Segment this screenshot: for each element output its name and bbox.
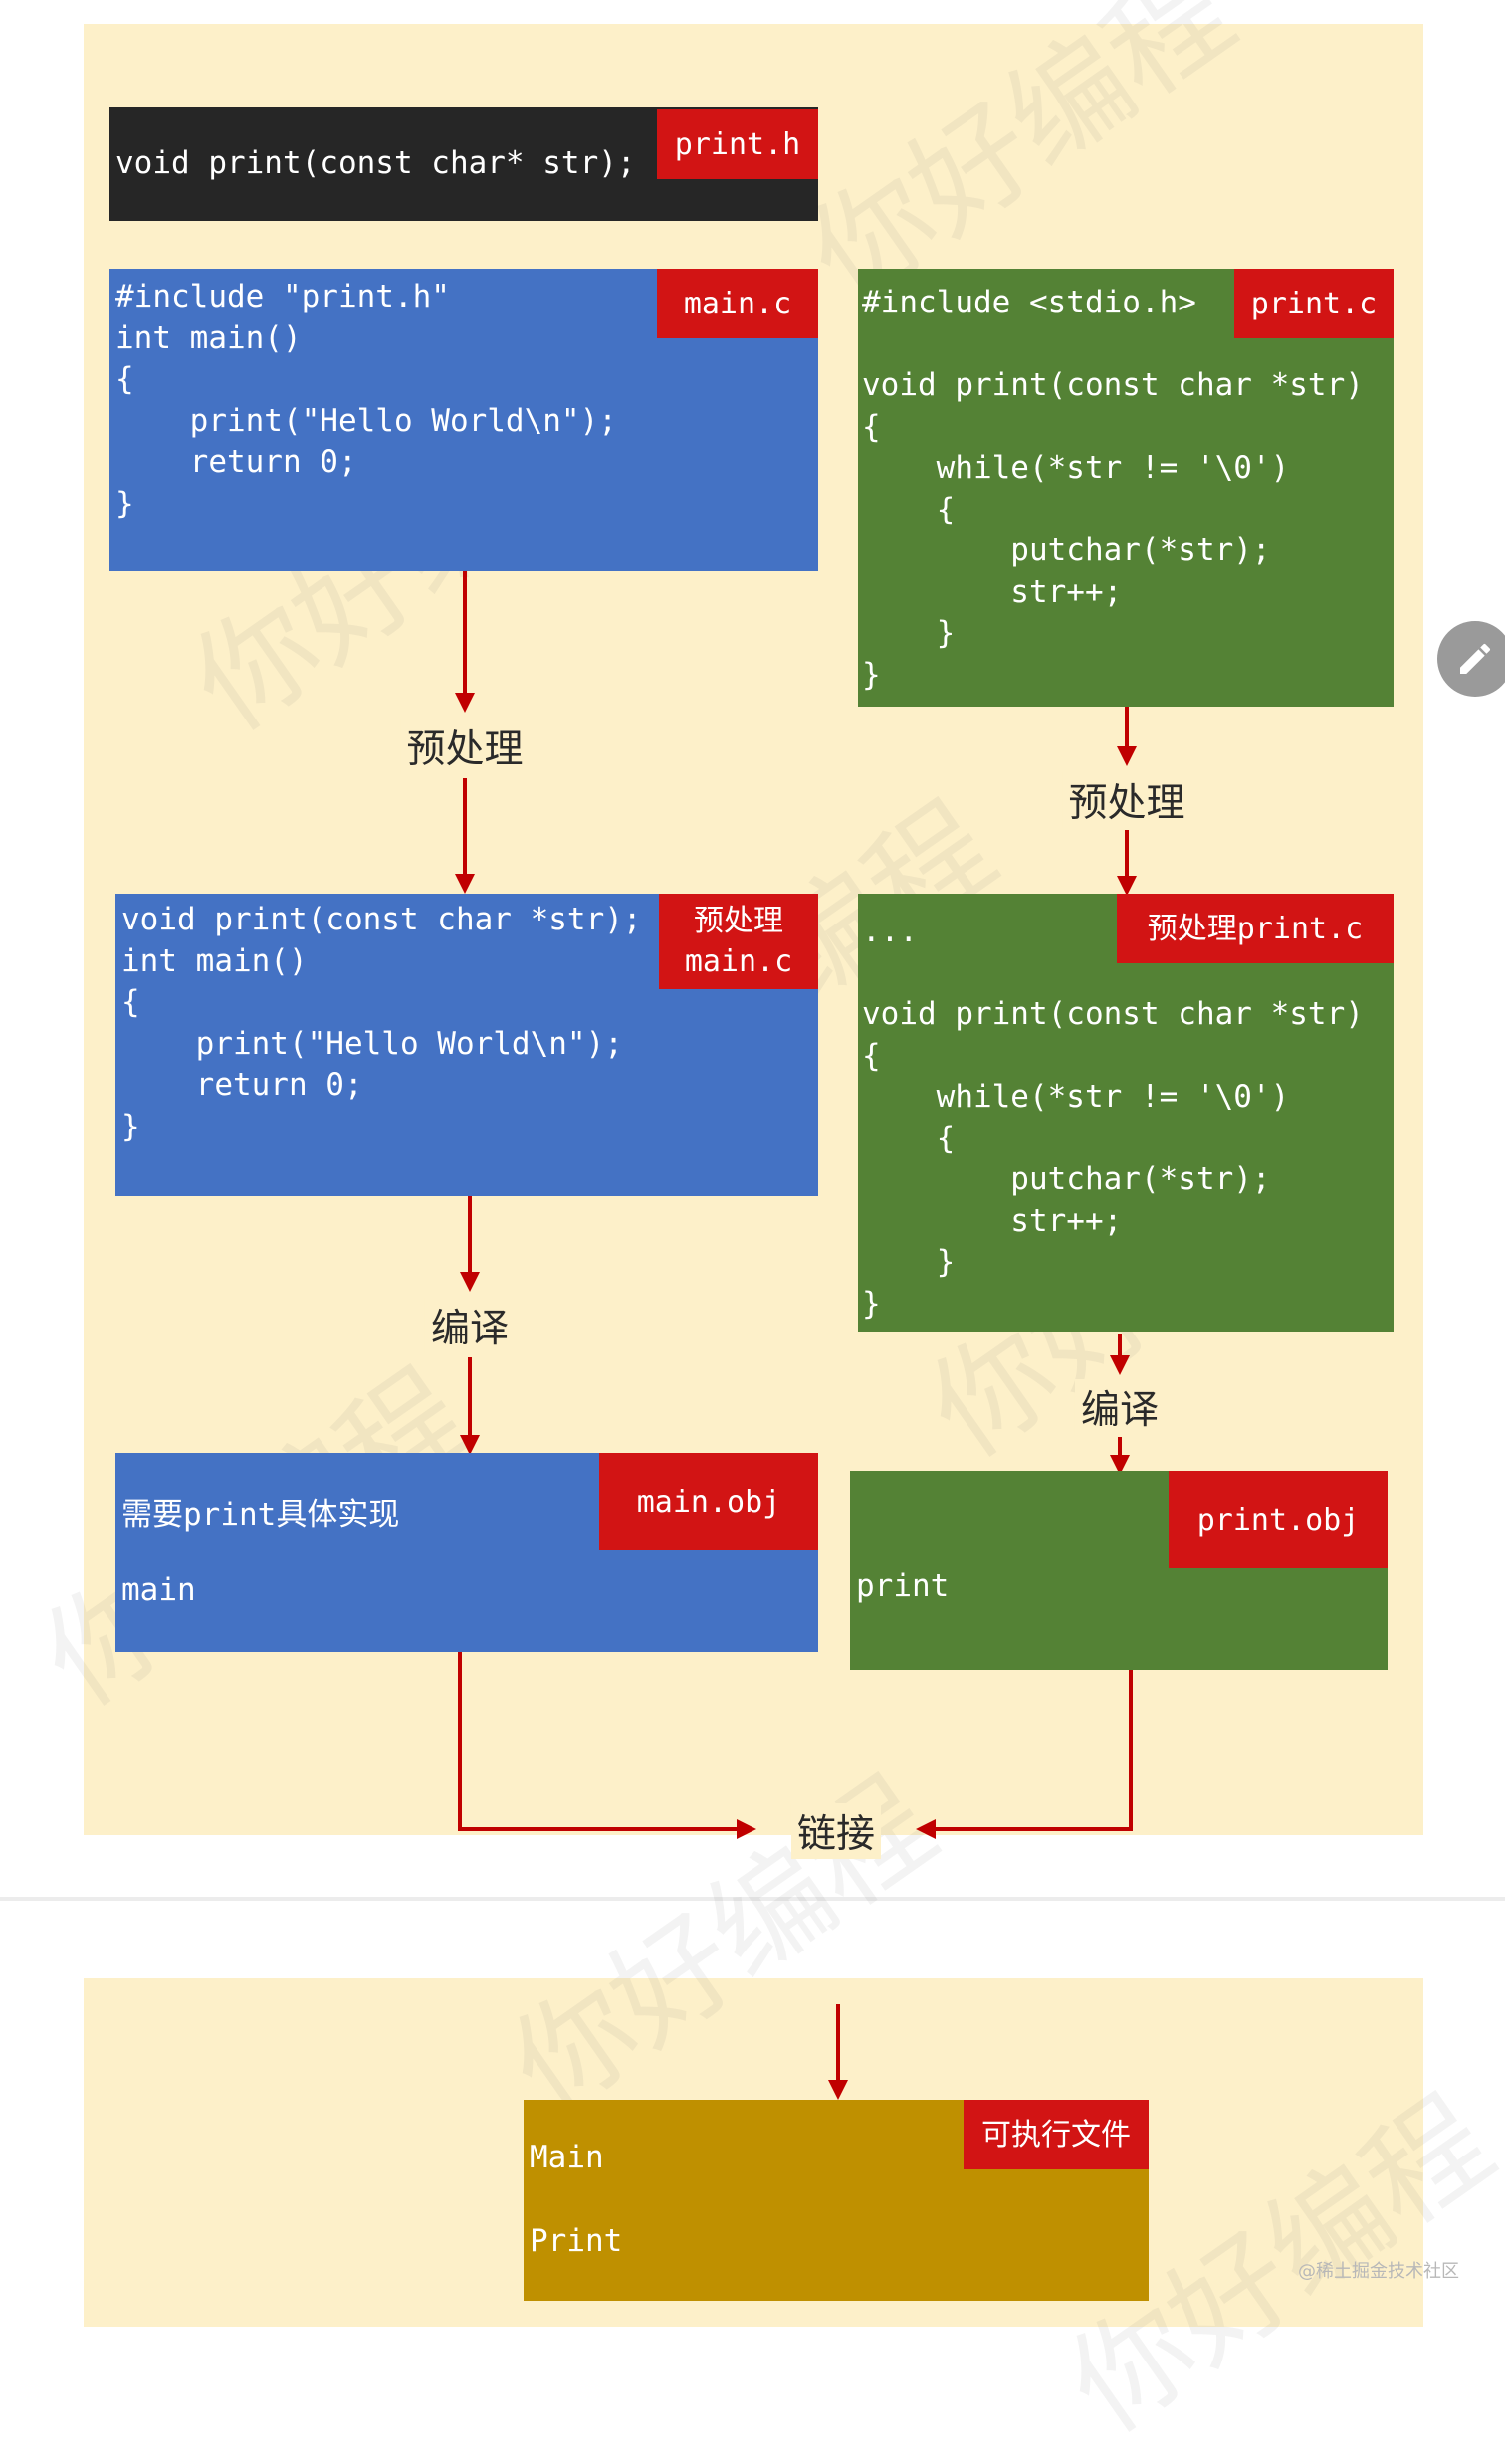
- edit-button[interactable]: [1437, 621, 1505, 697]
- preprocessed-print-tag-suffix: print.c: [1236, 911, 1364, 946]
- step-preprocess-print: 预处理: [1062, 772, 1191, 828]
- scroll-gap: [0, 1835, 1505, 1978]
- executable-line1: Main: [530, 2140, 604, 2175]
- step-compile-main: 编译: [424, 1298, 516, 1353]
- main-obj-line1-cjk2: 具体实现: [276, 1497, 400, 1533]
- print-obj-line1: print: [856, 1568, 950, 1604]
- executable-block: Main Print: [524, 2100, 1149, 2301]
- executable-tag-label: 可执行文件: [981, 2117, 1131, 2153]
- print-h-tag: print.h: [657, 109, 818, 179]
- main-c-code: #include "print.h" int main() { print("H…: [115, 279, 617, 521]
- executable-line2: Print: [530, 2223, 623, 2259]
- preprocessed-main-tag-line2: main.c: [684, 944, 793, 979]
- preprocessed-main-block: void print(const char *str); int main() …: [115, 894, 818, 1196]
- print-h-code: void print(const char* str);: [115, 145, 636, 181]
- step-compile-print: 编译: [1074, 1379, 1166, 1435]
- preprocessed-print-code: ... void print(const char *str) { while(…: [862, 914, 1364, 1322]
- preprocessed-main-tag: 预处理 main.c: [659, 894, 818, 989]
- preprocessed-print-block: ... void print(const char *str) { while(…: [858, 894, 1394, 1332]
- print-c-code: #include <stdio.h> void print(const char…: [862, 285, 1364, 693]
- preprocessed-print-tag-prefix: 预处理: [1147, 911, 1237, 946]
- flow-arrows: [455, 571, 1137, 2100]
- source-credit: @稀土掘金技术社区: [1298, 2261, 1459, 2282]
- pencil-icon: [1460, 643, 1491, 674]
- preprocessed-main-code: void print(const char *str); int main() …: [121, 902, 642, 1144]
- preprocessed-main-tag-line1: 预处理: [694, 904, 783, 938]
- print-obj-tag: print.obj: [1169, 1471, 1388, 1568]
- main-obj-line1-mono: print: [183, 1497, 277, 1533]
- main-obj-line1: 需要print具体实现: [121, 1489, 399, 1534]
- arrow-print-link: [916, 1670, 1133, 1839]
- arrow-main-link: [458, 1652, 756, 1839]
- print-c-tag: print.c: [1234, 269, 1394, 338]
- main-obj-tag: main.obj: [599, 1453, 818, 1550]
- gap-divider: [0, 1897, 1505, 1901]
- step-link: 链接: [790, 1803, 882, 1859]
- main-obj-line2: main: [121, 1572, 196, 1608]
- print-c-block: #include <stdio.h> void print(const char…: [858, 269, 1394, 707]
- main-obj-line1-cjk: 需要: [121, 1497, 183, 1533]
- main-c-tag: main.c: [657, 269, 818, 338]
- executable-tag: 可执行文件: [964, 2100, 1149, 2169]
- step-preprocess-main: 预处理: [400, 719, 530, 774]
